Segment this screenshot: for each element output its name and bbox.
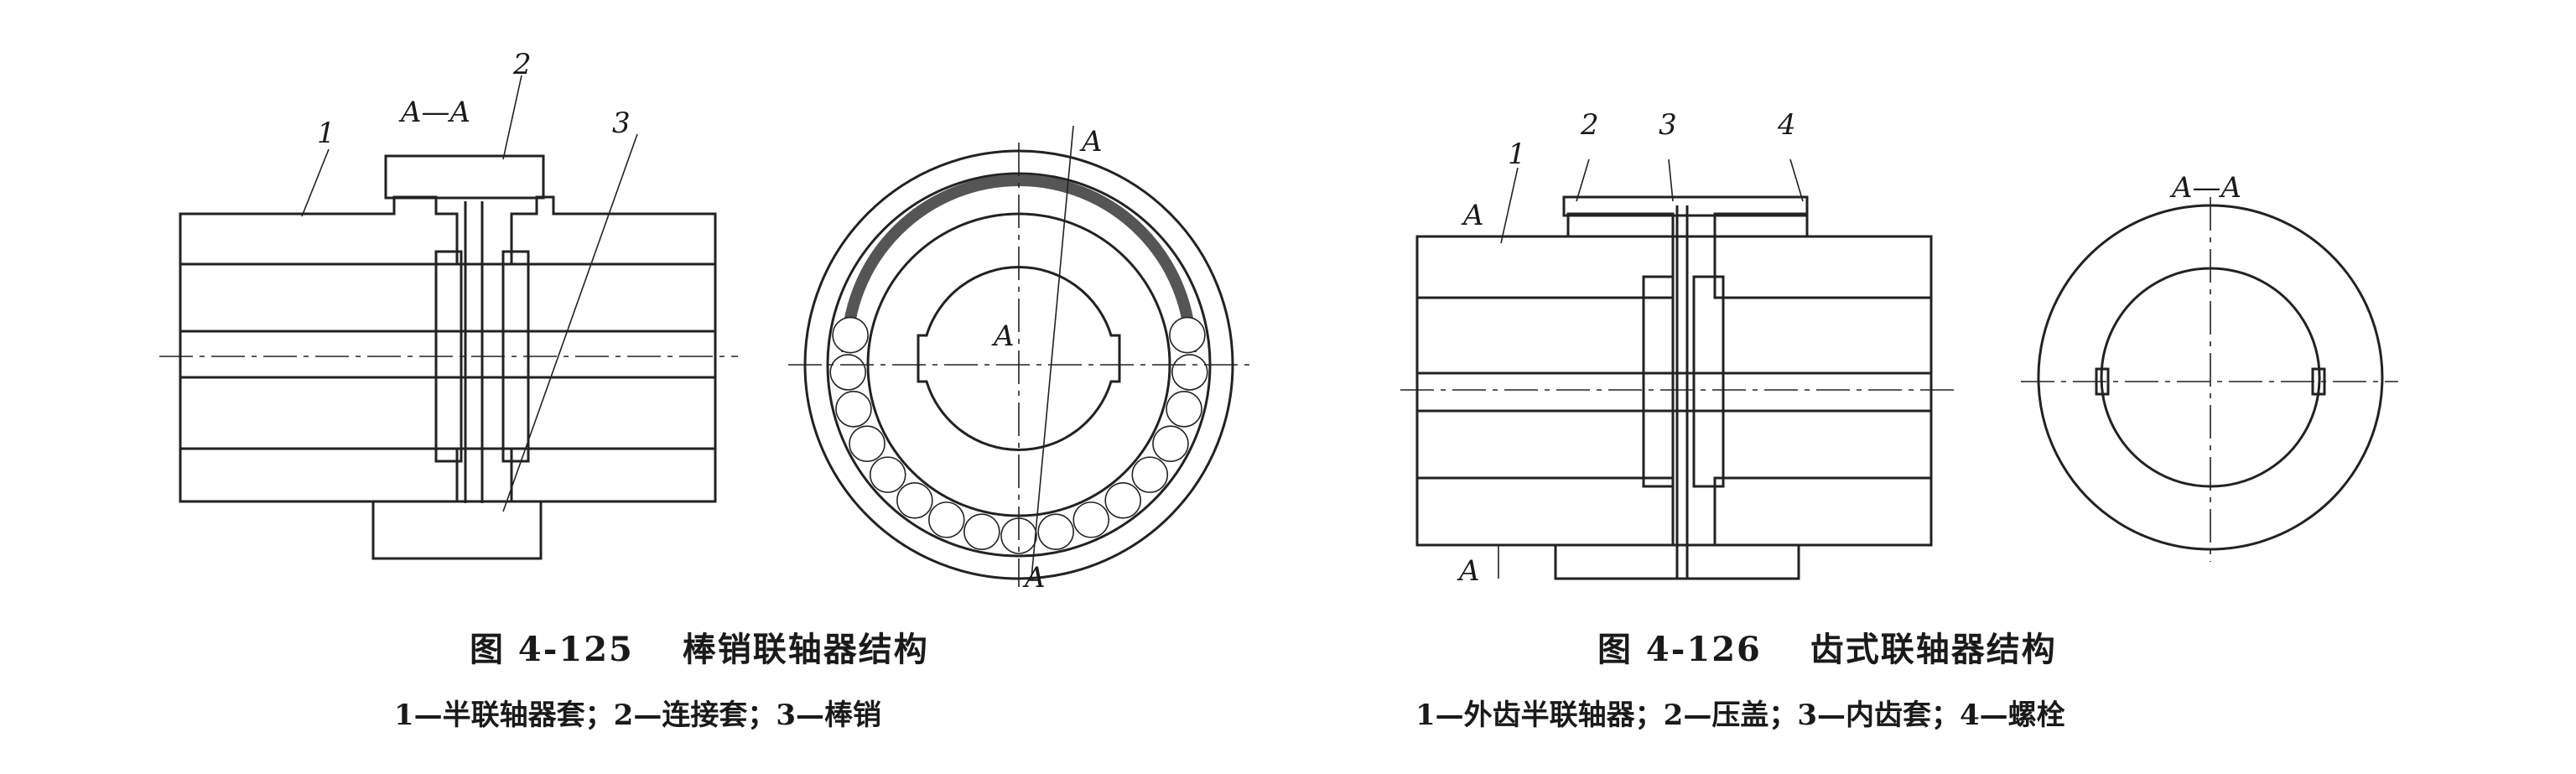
figure-125-title: 图 4-125 棒销联轴器结构	[470, 630, 929, 669]
figure-125-legend: 1—半联轴器套；2—连接套；3—棒销	[394, 699, 881, 732]
pin-circle	[869, 456, 906, 493]
figure-126-title: 图 4-126 齿式联轴器结构	[1597, 630, 2057, 669]
label-part-2: 2	[512, 48, 532, 81]
connecting-sleeve-bottom	[371, 500, 543, 560]
pin-circle	[849, 425, 886, 462]
figure-126-legend: 1—外齿半联轴器；2—压盖；3—内齿套；4—螺栓	[1415, 699, 2065, 732]
label-section-aa: A—A	[2169, 171, 2241, 205]
pin-circle	[1171, 354, 1208, 391]
pin-circle	[896, 482, 933, 519]
label-part-4: 4	[1777, 108, 1796, 142]
label-part-1: 1	[1508, 138, 1526, 171]
label-section-aa: A—A	[398, 96, 470, 129]
pin-circle	[1131, 456, 1169, 493]
pin-circle	[963, 513, 1000, 550]
gland-sleeve-top	[1562, 195, 1809, 217]
pin-coupling-end-view	[788, 125, 1249, 587]
left-hub-top	[179, 195, 459, 266]
pin-circle	[927, 501, 965, 538]
left-hub-bottom	[179, 447, 459, 503]
pin-circle	[1152, 425, 1189, 462]
label-a-center: A	[991, 319, 1015, 353]
label-part-1: 1	[317, 117, 335, 150]
pin-circle	[832, 316, 869, 354]
label-part-3: 3	[612, 106, 631, 140]
pin-circle	[1169, 316, 1206, 354]
label-a-top: A	[1461, 199, 1484, 232]
label-a-bottom: A	[1457, 554, 1480, 588]
right-hub-bottom	[510, 447, 717, 503]
connecting-sleeve-top	[384, 154, 545, 200]
pin-circle	[1037, 513, 1074, 550]
label-part-2: 2	[1580, 108, 1599, 142]
pin-circle	[1072, 501, 1110, 538]
label-a-top: A	[1079, 125, 1103, 158]
pin-circle	[1166, 390, 1202, 428]
gear-coupling-section-view	[1400, 158, 1954, 580]
gear-coupling-end-view	[2021, 197, 2398, 562]
label-part-3: 3	[1659, 108, 1677, 142]
pin-coupling-section-view	[159, 75, 738, 560]
pin-circle	[829, 354, 866, 391]
pin-circle	[1104, 482, 1141, 519]
right-hub-top	[510, 195, 717, 266]
pin-circle	[835, 390, 872, 428]
gland-sleeve-bottom	[1554, 543, 1800, 580]
label-a-bottom: A	[1022, 561, 1046, 595]
